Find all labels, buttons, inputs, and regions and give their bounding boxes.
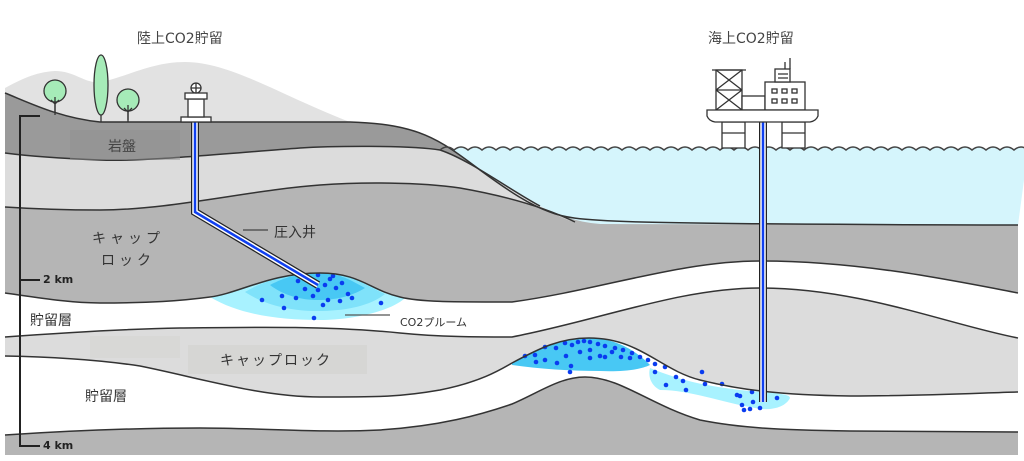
co2-dot (680, 378, 686, 384)
co2-dot (750, 399, 756, 405)
co2-dot (673, 374, 679, 380)
co2-dot (702, 381, 708, 387)
co2-dot (345, 291, 351, 297)
co2-dot (322, 282, 328, 288)
onshore-title: 陸上CO2貯留 (137, 31, 223, 47)
co2-dot (569, 342, 575, 348)
co2-dot (741, 407, 747, 413)
co2-dot (533, 359, 539, 365)
co2-dot (629, 350, 635, 356)
tree-icon (43, 79, 67, 115)
bedrock-label: 岩盤 (108, 139, 136, 155)
co2-dot (311, 315, 317, 321)
onshore-co2-plume (210, 273, 405, 320)
co2-dot (587, 347, 593, 353)
co2-dot (279, 293, 285, 299)
co2-dot (330, 273, 336, 279)
co2-dot (315, 272, 321, 278)
caprock-label-box (188, 345, 367, 374)
caprock-label-line2: ロック (101, 253, 155, 269)
co2-dot (554, 360, 560, 366)
co2-dot (747, 406, 753, 412)
co2-dot (562, 340, 568, 346)
hills-background (5, 62, 350, 122)
co2-dot (577, 349, 583, 355)
co2-dot (749, 389, 755, 395)
co2-dot (627, 355, 633, 361)
co2-dot (532, 352, 538, 358)
co2-dot (602, 354, 608, 360)
offshore-platform-icon (706, 58, 819, 149)
co2-dot (652, 369, 658, 375)
bedrock-label-box (70, 130, 180, 160)
wellhead-icon (180, 82, 212, 123)
co2-dot (315, 287, 321, 293)
co2-dot (699, 369, 705, 375)
co2-dot (378, 300, 384, 306)
co2-dot (637, 354, 643, 360)
co2-dot (620, 347, 626, 353)
lower-reservoir-label: 貯留層 (85, 389, 127, 405)
co2-dot (259, 297, 265, 303)
co2-dot (587, 339, 593, 345)
co2-dot (568, 363, 574, 369)
co2-dot (337, 298, 343, 304)
co2-dot (281, 305, 287, 311)
deep-rock-layer (5, 377, 1018, 455)
onshore-injection-well (191, 122, 321, 289)
caprock-label-line1: キャップ (92, 231, 164, 247)
co2-dot (293, 295, 299, 301)
co2-dot (683, 387, 689, 393)
co2-dot (602, 343, 608, 349)
sea (440, 147, 1024, 225)
co2-dot (563, 353, 569, 359)
co2-dot (339, 280, 345, 286)
depth-2km-label: 2 km (43, 273, 74, 286)
co2-dot (739, 402, 745, 408)
lower-caprock-label: キャップロック (220, 353, 332, 369)
upper-reservoir-label: 貯留層 (30, 313, 72, 329)
co2-dot (575, 339, 581, 345)
lower-reservoir-layer (5, 338, 1018, 455)
co2-dot (757, 405, 763, 411)
co2-dot (595, 341, 601, 347)
co2-dot (542, 357, 548, 363)
co2-dot (612, 345, 618, 351)
co2-dot (645, 357, 651, 363)
faint-box (90, 336, 180, 358)
co2-dot (327, 276, 333, 282)
co2-dot (597, 353, 603, 359)
injection-well-label: 圧入井 (274, 225, 316, 241)
co2-dot (663, 382, 669, 388)
depth-4km-label: 4 km (43, 439, 74, 452)
co2-dot (609, 349, 615, 355)
co2-dot (320, 302, 326, 308)
co2-dot (302, 286, 308, 292)
tree-icon (116, 88, 140, 122)
co2-plume-label: CO2プルーム (400, 316, 468, 329)
co2-dot (587, 355, 593, 361)
co2-dot (737, 393, 743, 399)
tall-tree-icon (93, 54, 109, 122)
co2-dot (325, 297, 331, 303)
co2-dot (295, 278, 301, 284)
co2-dot (581, 338, 587, 344)
co2-dot (333, 285, 339, 291)
co2-dot (349, 295, 355, 301)
depth-scale (19, 115, 40, 447)
co2-dot (310, 293, 316, 299)
light-rock-layer (5, 146, 575, 222)
co2-dot (618, 354, 624, 360)
co2-dot (652, 361, 658, 367)
co2-dot (774, 395, 780, 401)
sea-surface-waves (439, 146, 1024, 151)
co2-dot (553, 345, 559, 351)
co2-dot (567, 369, 573, 375)
offshore-title: 海上CO2貯留 (708, 31, 794, 47)
